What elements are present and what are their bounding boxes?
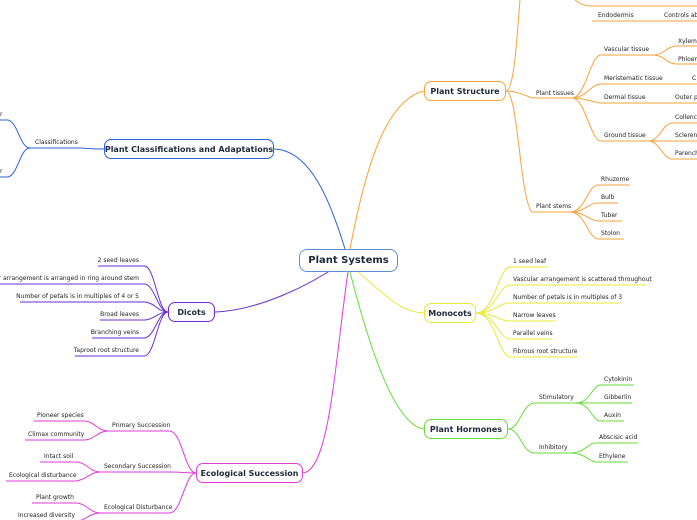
parenchyma-label: Parench: [675, 150, 697, 157]
secondary-succession-label: Secondary Succession: [104, 463, 171, 470]
connector-root-monocots: [357, 271, 425, 314]
stem-item: Rhuzome: [601, 176, 630, 183]
stem-item: Bulb: [601, 194, 615, 201]
collenchyma-label: Collench: [675, 114, 697, 121]
hormone-item: Cytokinin: [604, 376, 633, 383]
connector-root-succession: [302, 271, 349, 474]
ecological-succession-node[interactable]: Ecological Succession: [196, 463, 303, 483]
root-node[interactable]: Plant Systems: [299, 249, 398, 272]
dicot-item: 2 seed leaves: [97, 257, 139, 264]
sclerenchyma-label: Sclerenc: [675, 132, 697, 139]
stem-item: Stolon: [601, 230, 620, 237]
classifications-child-label: r: [0, 168, 3, 175]
dermal-tissue-label: Dermal tissue: [604, 94, 646, 101]
plant-stems-label: Plant stems: [536, 203, 572, 210]
succession-item: Increased diversity: [18, 512, 75, 519]
monocot-item: Fibrous root structure: [513, 348, 578, 355]
dermal-child-label: Outer p: [675, 94, 697, 101]
stimulatory-label: Stimulatory: [539, 394, 574, 401]
dicot-item: Broad leaves: [100, 311, 139, 318]
classifications-label: Classifications: [35, 139, 78, 146]
meristematic-tissue-label: Meristematic tissue: [604, 75, 663, 82]
ground-tissue-label: Ground tissue: [604, 132, 646, 139]
monocot-item: Narrow leaves: [513, 312, 556, 319]
dicot-item: Vascular arrangement is arranged in ring…: [0, 275, 139, 282]
connector-root-hormones: [349, 271, 425, 430]
succession-item: Climax community: [28, 431, 85, 438]
hormone-item: Ethylene: [599, 453, 626, 460]
succession-item: Ecological disturbance: [9, 472, 77, 479]
plant-classifications-node[interactable]: Plant Classifications and Adaptations: [104, 139, 274, 159]
plant-structure-node[interactable]: Plant Structure: [424, 81, 506, 101]
monocot-item: Parallel veins: [513, 330, 553, 337]
stem-item: Tuber: [601, 212, 618, 219]
vascular-tissue-label: Vascular tissue: [604, 46, 650, 53]
ecological-disturbance-label: Ecological Disturbance: [104, 504, 173, 511]
connector-root-structure: [349, 90, 425, 250]
dicot-item: Number of petals is in multiples of 4 or…: [16, 293, 139, 300]
succession-item: Plant growth: [36, 494, 74, 501]
monocot-item: 1 seed leaf: [513, 258, 547, 265]
meristematic-child-label: C: [692, 75, 697, 82]
monocot-item: Number of petals is in multiples of 3: [513, 294, 623, 301]
dicot-item: Branching veins: [90, 329, 139, 336]
hormone-item: Abscisic acid: [599, 434, 638, 441]
dicots-node[interactable]: Dicots: [168, 302, 215, 322]
monocot-item: Vascular arrangement is scattered throug…: [513, 276, 652, 283]
hormone-item: Auxin: [604, 412, 621, 419]
monocots-node[interactable]: Monocots: [424, 303, 476, 323]
primary-succession-label: Primary Succession: [112, 422, 171, 429]
plant-hormones-node[interactable]: Plant Hormones: [424, 419, 508, 439]
inhibitory-label: Inhibitory: [539, 444, 568, 451]
classifications-child-label: r: [0, 111, 3, 118]
endodermis-label: Endodermis: [598, 12, 634, 19]
controls-label: Controls ab: [664, 12, 697, 19]
xylem-label: Xylem: [678, 38, 697, 45]
hormone-item: Gibberlin: [604, 394, 632, 401]
succession-item: Intact soil: [44, 453, 74, 460]
succession-item: Pioneer species: [37, 412, 84, 419]
dicot-item: Taproot root structure: [73, 347, 139, 354]
phloem-label: Phloem: [678, 56, 697, 63]
connector-root-classifications: [273, 148, 346, 250]
plant-tissues-label: Plant tissues: [536, 90, 574, 97]
